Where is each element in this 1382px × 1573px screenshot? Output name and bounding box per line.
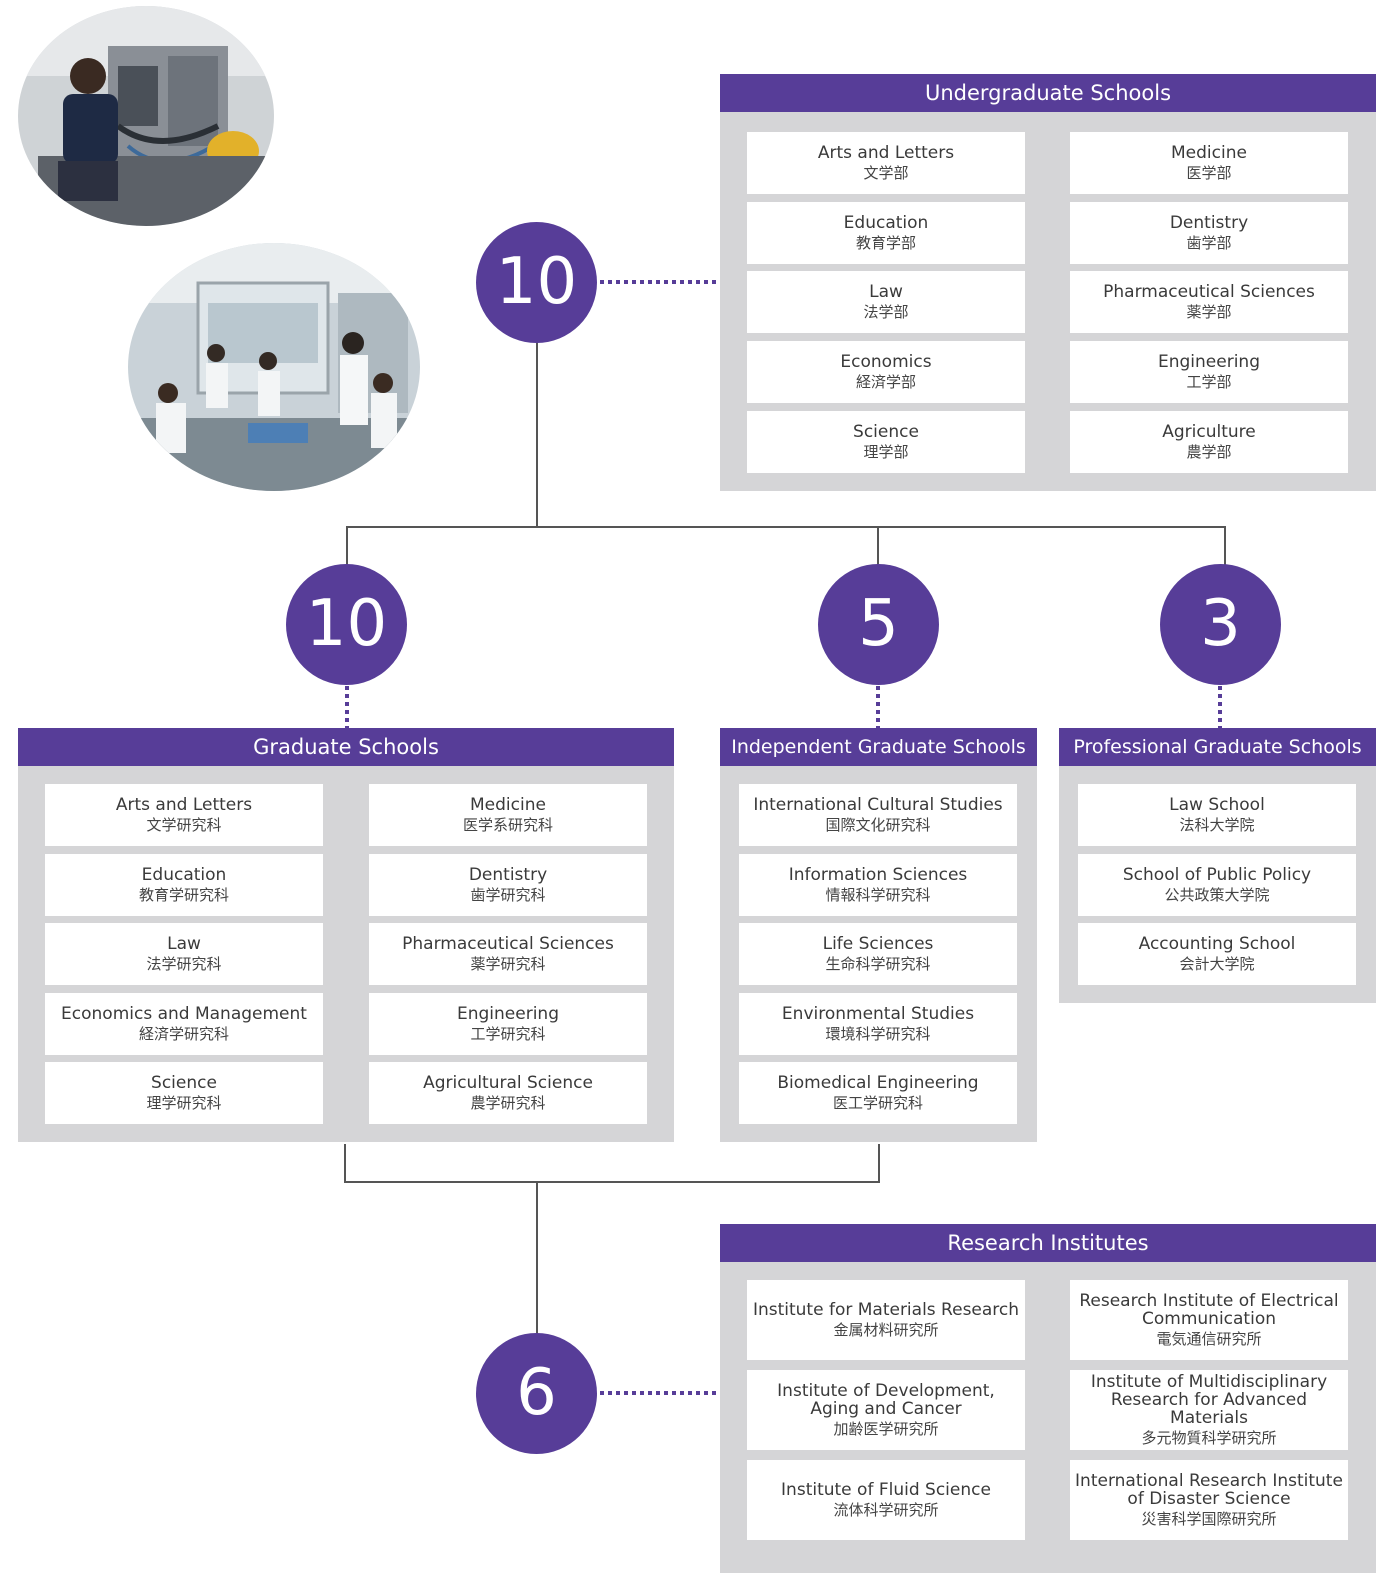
independent-count-circle: 5 — [818, 564, 939, 685]
professional-title: Professional Graduate Schools — [1059, 728, 1376, 766]
list-item: Institute of Development, Aging and Canc… — [747, 1370, 1025, 1450]
lab-photo-researchers — [128, 243, 420, 491]
research-title: Research Institutes — [720, 1224, 1376, 1262]
research-panel: Research Institutes Institute for Materi… — [720, 1224, 1376, 1573]
independent-panel: Independent Graduate Schools Internation… — [720, 728, 1037, 1142]
list-item: Institute of Multidisciplinary Research … — [1070, 1370, 1348, 1450]
list-item: International Research Institute of Disa… — [1070, 1460, 1348, 1540]
graduate-title: Graduate Schools — [18, 728, 674, 766]
list-item: Research Institute of Electrical Communi… — [1070, 1280, 1348, 1360]
professional-panel: Professional Graduate Schools Law School… — [1059, 728, 1376, 1003]
independent-title: Independent Graduate Schools — [720, 728, 1037, 766]
undergraduate-title: Undergraduate Schools — [720, 74, 1376, 112]
undergraduate-count-circle: 10 — [476, 222, 597, 343]
lab-photo-engineer — [18, 6, 274, 226]
professional-count-circle: 3 — [1160, 564, 1281, 685]
graduate-count-circle: 10 — [286, 564, 407, 685]
research-count-circle: 6 — [476, 1333, 597, 1454]
